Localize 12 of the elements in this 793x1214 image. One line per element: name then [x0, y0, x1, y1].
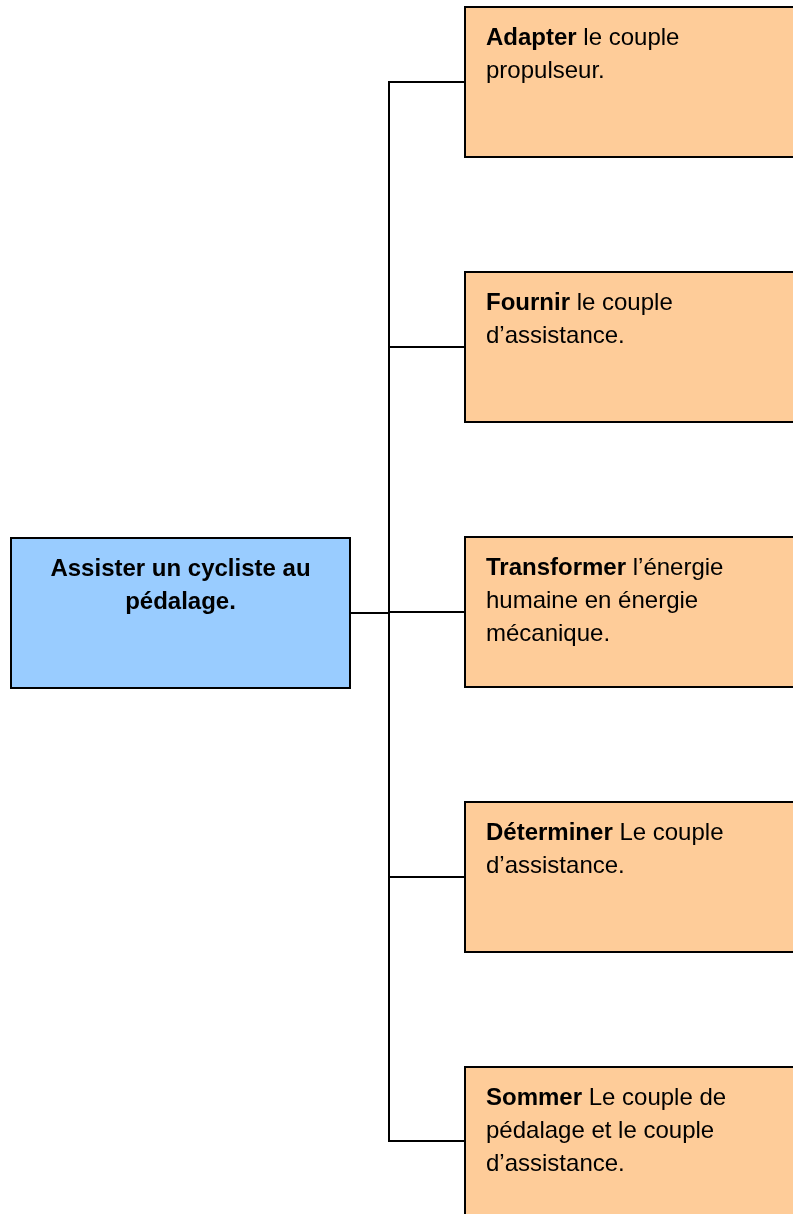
box-text: Sommer Le couple de pédalage et le couple d’assistance.	[486, 1082, 728, 1178]
box-text: Assister un cycliste au pédalage.	[49, 553, 312, 616]
box-text: Déterminer Le couple d’assistance.	[486, 817, 725, 880]
box-text: Fournir le couple d’assistance.	[486, 287, 674, 350]
box-text: Adapter le couple propulseur.	[486, 22, 681, 85]
main-function-box	[10, 537, 351, 689]
sub-function-box	[464, 6, 793, 158]
box-text: Transformer l’énergie humaine en énergie mécanique.	[486, 552, 725, 648]
sub-function-box	[464, 536, 793, 688]
sub-function-box	[464, 271, 793, 423]
sub-function-box	[464, 1066, 793, 1214]
sub-function-box	[464, 801, 793, 953]
